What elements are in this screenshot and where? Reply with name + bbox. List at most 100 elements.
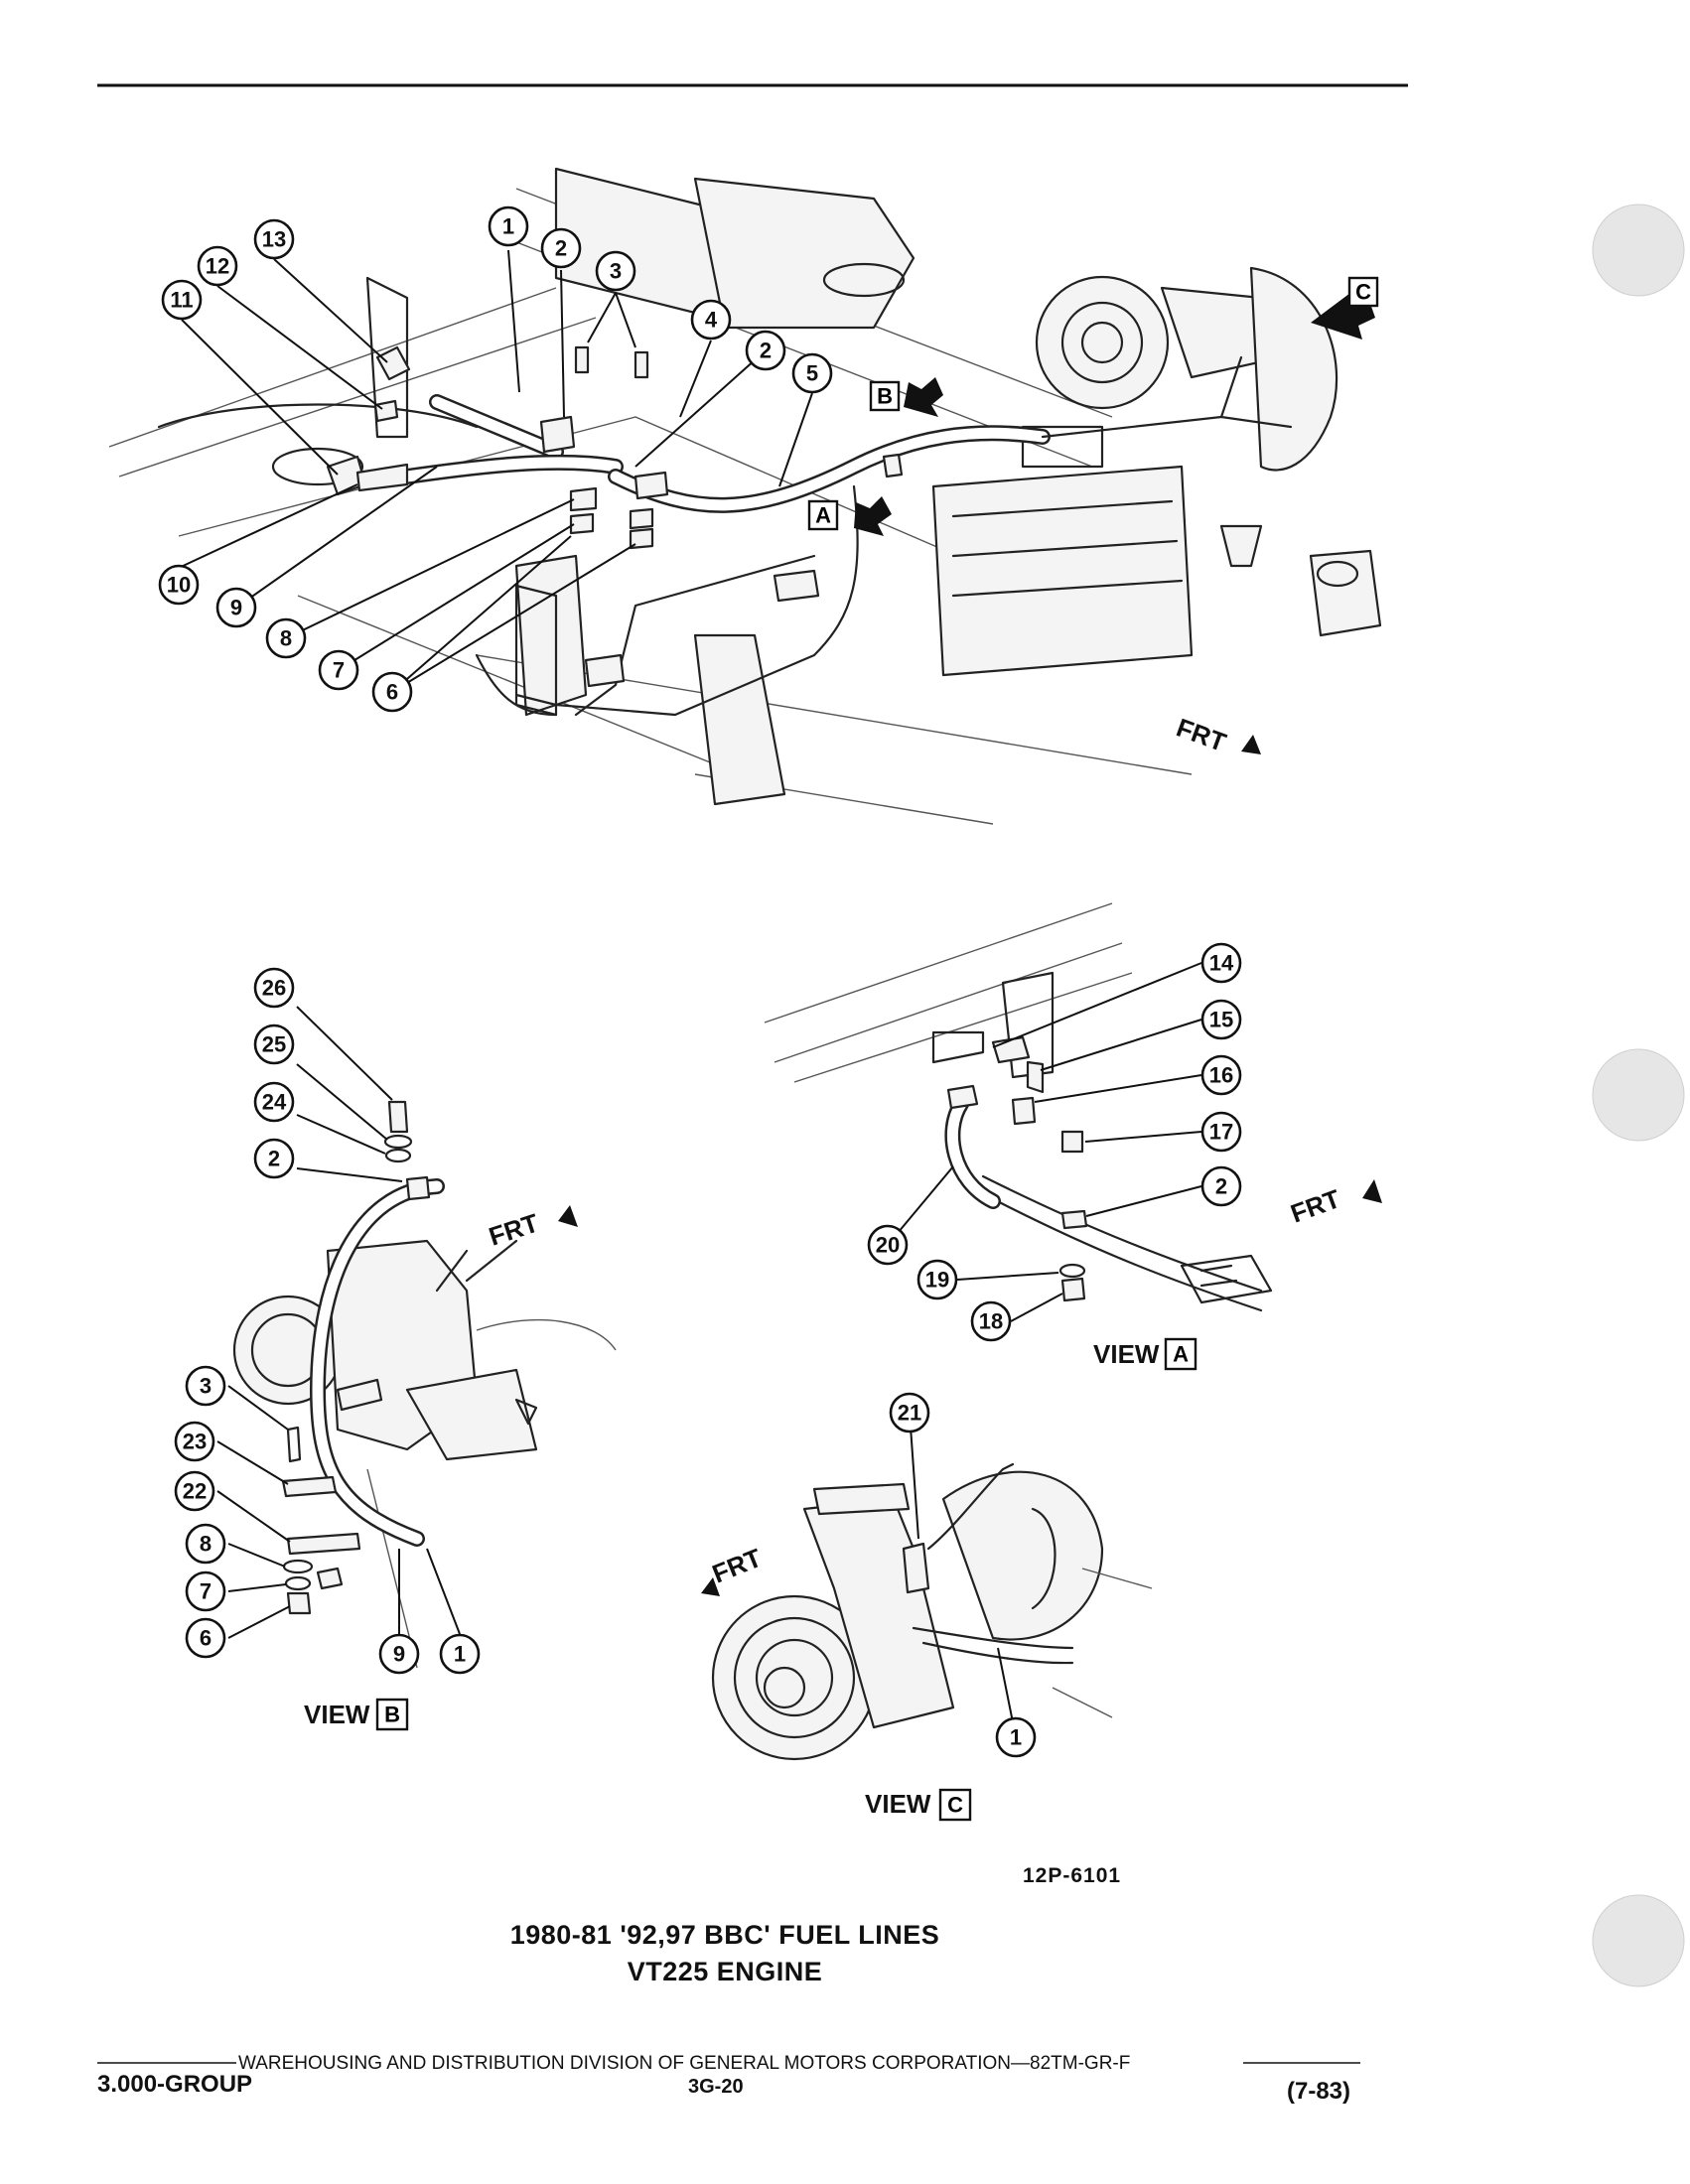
callout-main-8: 8 [265,617,307,659]
svg-text:14: 14 [1209,951,1234,976]
svg-text:13: 13 [262,227,286,252]
callout-main-13: 13 [253,218,295,260]
svg-text:26: 26 [262,976,286,1001]
svg-text:17: 17 [1209,1120,1233,1145]
callout-view-a-17: 17 [1200,1111,1242,1153]
footer-page: 3G-20 [688,2076,744,2098]
view-b-ref: B [384,1703,400,1727]
svg-text:6: 6 [386,680,398,705]
frt-label-view-a: FRT [1287,1179,1382,1229]
svg-text:21: 21 [898,1401,921,1426]
arrow-view-c: C [1311,276,1379,340]
svg-text:1: 1 [502,214,514,239]
callout-main-12: 12 [197,245,238,287]
svg-text:18: 18 [979,1309,1003,1334]
svg-text:25: 25 [262,1032,286,1057]
svg-text:5: 5 [806,361,818,386]
svg-text:VIEW: VIEW [304,1700,370,1729]
caption-line-2: VT225 ENGINE [628,1957,823,1986]
view-ref-a: A [815,503,831,528]
view-a-ref: A [1173,1342,1189,1367]
svg-text:3: 3 [200,1374,211,1399]
svg-text:2: 2 [760,339,772,363]
svg-text:FRT: FRT [708,1543,766,1589]
svg-text:24: 24 [262,1090,287,1115]
figure-number: 12P-6101 [1023,1864,1121,1887]
svg-text:11: 11 [170,288,193,313]
footer-section: 3.000-GROUP [97,2071,252,2098]
svg-text:1: 1 [454,1642,466,1667]
callout-main-5: 5 [791,352,833,394]
svg-text:4: 4 [705,308,718,333]
callout-view-c-1: 1 [995,1716,1037,1758]
callout-view-a-2: 2 [1200,1165,1242,1207]
view-ref-c: C [1355,280,1371,305]
view-a-diagram [764,902,1273,1312]
callout-view-b-25: 25 [253,1024,295,1065]
svg-text:6: 6 [200,1626,211,1651]
callout-view-b-7: 7 [185,1570,226,1612]
footer-publisher: WAREHOUSING AND DISTRIBUTION DIVISION OF… [238,2053,1130,2074]
callout-view-b-2: 2 [253,1138,295,1179]
svg-text:VIEW: VIEW [1093,1339,1160,1369]
view-c-ref: C [947,1793,963,1818]
svg-text:19: 19 [925,1268,949,1293]
arrow-view-a: A [807,496,892,536]
svg-text:2: 2 [268,1147,280,1171]
callout-view-a-20: 20 [867,1224,909,1266]
svg-text:2: 2 [555,236,567,261]
callout-main-6: 6 [371,671,413,713]
frt-label-view-b: FRT [486,1205,578,1252]
svg-text:8: 8 [280,626,292,651]
view-c-callouts: 21 1 [889,1392,1037,1758]
callout-view-a-18: 18 [970,1300,1012,1342]
callout-main-4: 4 [690,299,732,341]
callout-view-b-9: 9 [378,1633,420,1675]
main-leaders [178,249,813,693]
callout-view-b-3: 3 [185,1365,226,1407]
view-a-title: VIEW A [1093,1337,1197,1371]
callout-main-1: 1 [488,205,529,247]
svg-text:FRT: FRT [1173,712,1230,757]
arrow-view-b: B [869,377,943,417]
svg-text:9: 9 [393,1642,405,1667]
view-a-callouts: 14 15 16 17 2 20 19 18 [867,942,1242,1342]
callout-main-11: 11 [161,279,203,321]
callout-main-3: 3 [595,250,636,292]
svg-text:20: 20 [876,1233,900,1258]
svg-text:15: 15 [1209,1008,1233,1032]
svg-text:2: 2 [1215,1174,1227,1199]
view-b-title: VIEW B [304,1698,409,1731]
svg-text:VIEW: VIEW [865,1789,931,1819]
callout-view-b-23: 23 [174,1421,215,1462]
frt-label-main: FRT [1173,712,1261,757]
callout-main-10: 10 [158,564,200,606]
view-b-diagram [232,1100,617,1669]
callout-view-b-8: 8 [185,1523,226,1565]
svg-text:10: 10 [167,573,191,598]
callout-view-b-22: 22 [174,1470,215,1512]
footer-date: (7-83) [1287,2078,1350,2105]
callout-main-2: 2 [745,330,786,371]
svg-text:16: 16 [1209,1063,1233,1088]
callout-view-b-24: 24 [253,1081,295,1123]
svg-text:FRT: FRT [1287,1183,1344,1229]
view-c-title: VIEW C [865,1788,972,1822]
view-ref-b: B [877,384,893,409]
callout-view-b-1: 1 [439,1633,481,1675]
callout-view-b-26: 26 [253,967,295,1009]
svg-text:12: 12 [206,254,229,279]
view-c-diagram [711,1462,1153,1761]
callout-view-a-14: 14 [1200,942,1242,984]
callout-main-7: 7 [318,649,359,691]
svg-text:8: 8 [200,1532,211,1557]
callout-view-a-16: 16 [1200,1054,1242,1096]
callout-view-a-19: 19 [916,1259,958,1300]
binder-holes [1592,204,1685,1987]
callout-view-a-15: 15 [1200,999,1242,1040]
svg-text:7: 7 [333,658,345,683]
svg-text:FRT: FRT [486,1208,542,1252]
